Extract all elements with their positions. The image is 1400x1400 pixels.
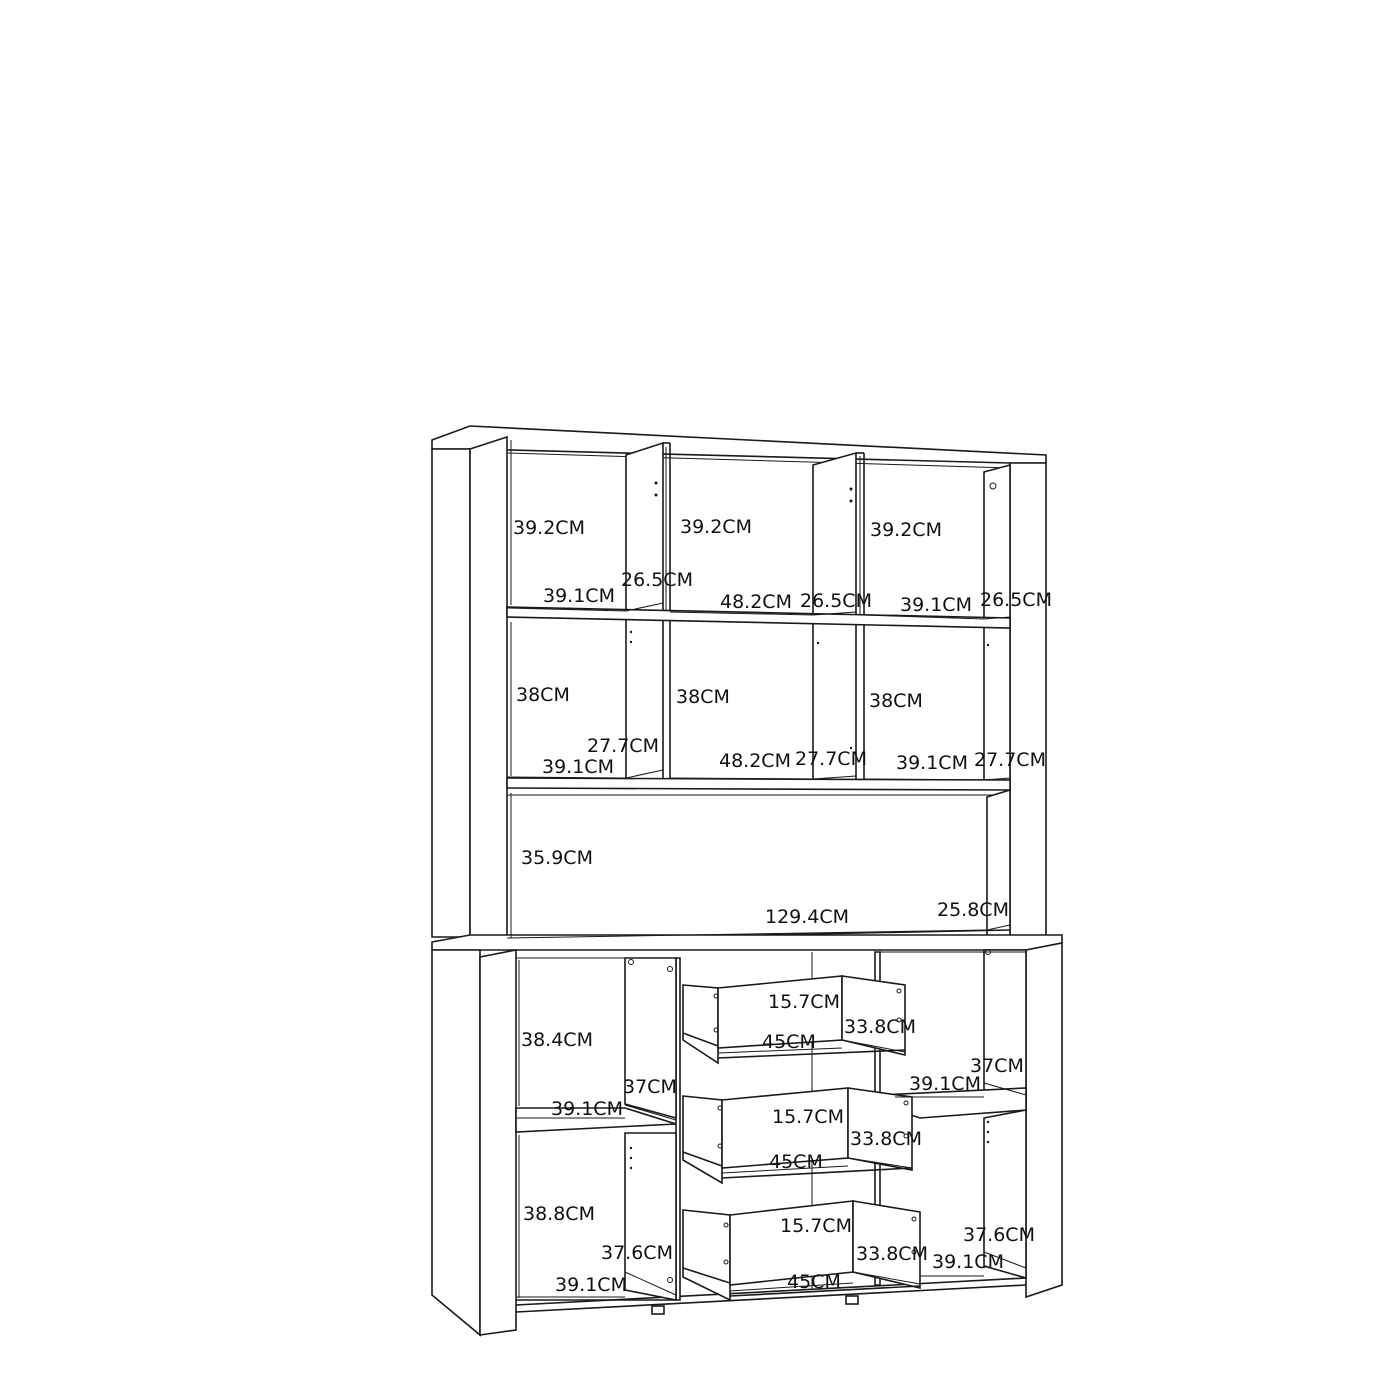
right-upper-width-label: 39.1CM bbox=[909, 1073, 981, 1095]
middle-left-depth-label: 27.7CM bbox=[587, 735, 659, 757]
hutch-right-side bbox=[1009, 462, 1047, 938]
drawer-2-depth-label: 33.8CM bbox=[850, 1128, 922, 1150]
middle-right-depth-label: 27.7CM bbox=[974, 749, 1046, 771]
drawer-2-width-label: 45CM bbox=[769, 1151, 823, 1173]
drawer-1-width-label: 45CM bbox=[762, 1031, 816, 1053]
hutch-unit bbox=[431, 425, 1047, 946]
drawer-2-front bbox=[682, 1095, 723, 1185]
drawer-1-height-label: 15.7CM bbox=[768, 991, 840, 1013]
drawer-3-depth-label: 33.8CM bbox=[856, 1243, 928, 1265]
base-pin-holes bbox=[628, 949, 991, 1283]
hutch-shelf-1 bbox=[506, 606, 1011, 629]
open-shelf-depth-label: 25.8CM bbox=[937, 899, 1009, 921]
left-upper-depth-label: 37CM bbox=[623, 1076, 677, 1098]
top-right-width-label: 39.1CM bbox=[900, 594, 972, 616]
left-shelf bbox=[515, 1107, 677, 1133]
top-right-depth-label: 26.5CM bbox=[980, 589, 1052, 611]
middle-center-width-label: 48.2CM bbox=[719, 750, 791, 772]
top-center-height-label: 39.2CM bbox=[680, 516, 752, 538]
left-upper-width-label: 39.1CM bbox=[551, 1098, 623, 1120]
middle-center-depth-label: 27.7CM bbox=[795, 748, 867, 770]
middle-center-height-label: 38CM bbox=[676, 686, 730, 708]
left-lower-height-label: 38.8CM bbox=[523, 1203, 595, 1225]
left-lower-depth-label: 37.6CM bbox=[601, 1242, 673, 1264]
base-left-side bbox=[431, 949, 481, 1337]
middle-left-height-label: 38CM bbox=[516, 684, 570, 706]
hutch-top-board bbox=[431, 425, 1047, 464]
drawer-1-side bbox=[841, 975, 906, 1057]
dimension-labels: 39.2CM 39.2CM 39.2CM 39.1CM 48.2CM 39.1C… bbox=[513, 516, 1052, 1296]
drawer-1-depth-label: 33.8CM bbox=[844, 1016, 916, 1038]
dimension-lines bbox=[506, 440, 1027, 1298]
right-upper-depth-label: 37CM bbox=[970, 1055, 1024, 1077]
top-left-depth-label: 26.5CM bbox=[621, 569, 693, 591]
foot-left bbox=[651, 1305, 665, 1315]
right-inner-panel-lower bbox=[983, 1109, 1027, 1280]
left-lower-width-label: 39.1CM bbox=[555, 1274, 627, 1296]
open-shelf-width-label: 129.4CM bbox=[765, 906, 849, 928]
shelf-pin-holes bbox=[629, 481, 997, 750]
drawer-3-width-label: 45CM bbox=[787, 1271, 841, 1293]
drawer-3-height-label: 15.7CM bbox=[780, 1215, 852, 1237]
drawer-2[interactable] bbox=[682, 1087, 913, 1185]
hutch-left-side-inner bbox=[469, 435, 508, 946]
drawer-3-front bbox=[682, 1209, 731, 1302]
drawer-2-side bbox=[847, 1087, 913, 1171]
top-left-height-label: 39.2CM bbox=[513, 517, 585, 539]
open-shelf-height-label: 35.9CM bbox=[521, 847, 593, 869]
drawer-3[interactable] bbox=[682, 1200, 921, 1302]
right-lower-width-label: 39.1CM bbox=[932, 1251, 1004, 1273]
middle-right-height-label: 38CM bbox=[869, 690, 923, 712]
hutch-left-side bbox=[431, 448, 471, 938]
drawer-1[interactable] bbox=[682, 975, 906, 1065]
right-inner-panel-upper bbox=[983, 949, 1027, 1112]
middle-right-width-label: 39.1CM bbox=[896, 752, 968, 774]
top-left-width-label: 39.1CM bbox=[543, 585, 615, 607]
top-center-width-label: 48.2CM bbox=[720, 591, 792, 613]
left-upper-height-label: 38.4CM bbox=[521, 1029, 593, 1051]
foot-right bbox=[845, 1295, 859, 1305]
left-inner-panel-upper bbox=[624, 957, 677, 1120]
base-left-side-front bbox=[479, 949, 517, 1336]
base-unit bbox=[431, 934, 1063, 1337]
top-right-height-label: 39.2CM bbox=[870, 519, 942, 541]
top-center-depth-label: 26.5CM bbox=[800, 590, 872, 612]
right-lower-depth-label: 37.6CM bbox=[963, 1224, 1035, 1246]
middle-left-width-label: 39.1CM bbox=[542, 756, 614, 778]
drawer-1-front bbox=[682, 984, 719, 1065]
drawer-2-height-label: 15.7CM bbox=[772, 1106, 844, 1128]
drawer-3-side bbox=[852, 1200, 921, 1290]
